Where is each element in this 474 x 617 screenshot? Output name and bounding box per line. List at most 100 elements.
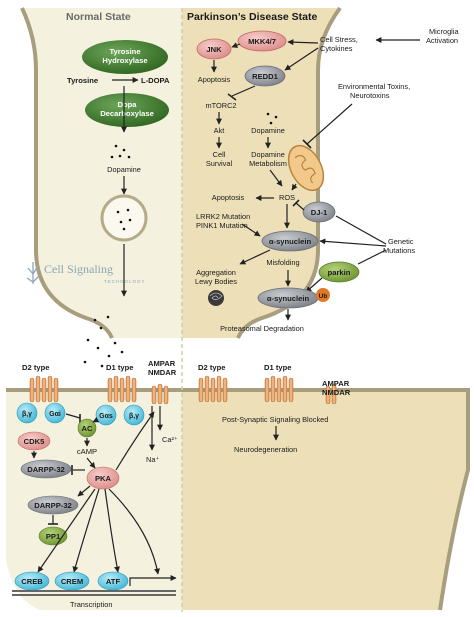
mkk47-node: MKK4/7 [237,30,287,52]
cell-survival-label: Cell [213,150,226,159]
jnk-node: JNK [196,38,232,60]
misfolding-label: Misfolding [266,258,299,267]
post-synaptic-blocked-label: Post-Synaptic Signaling Blocked [222,415,328,424]
svg-text:JNK: JNK [206,45,222,54]
svg-text:Activation: Activation [426,36,458,45]
svg-text:DARPP-32: DARPP-32 [34,501,72,510]
g-beta-gamma-right: β,γ [123,404,145,426]
ldopa-label: L-DOPA [141,76,170,85]
svg-text:α-synuclein: α-synuclein [269,237,312,246]
svg-text:α-synuclein: α-synuclein [267,294,310,303]
adenylyl-cyclase: AC [77,418,97,438]
d2-type-label-pd: D2 type [198,363,225,372]
synaptic-vesicle [100,194,148,242]
neurodegeneration-label: Neurodegeneration [234,445,297,454]
calcium-label: Ca²⁺ [162,435,178,444]
ampar-label-pd: AMPAR [322,379,350,388]
svg-text:PKA: PKA [95,474,112,483]
svg-text:Lewy Bodies: Lewy Bodies [195,277,237,286]
apoptosis-ros: Apoptosis [212,193,245,202]
parkin-node: parkin [318,261,360,283]
creb-node: CREB [14,571,50,591]
ampar-label-normal: AMPAR [148,359,176,368]
postsynaptic-cell-pd [182,388,470,611]
svg-text:MKK4/7: MKK4/7 [248,37,276,46]
ampar-nmdar-normal [151,383,169,405]
svg-text:β,γ: β,γ [22,411,32,418]
svg-text:CREB: CREB [21,577,43,586]
svg-text:Gαs: Gαs [99,413,113,420]
dopa-decarboxylase: Dopa Decarboxylase [85,93,169,127]
svg-text:Gαi: Gαi [49,411,61,418]
d1-receptor-pd [264,375,294,403]
synaptic-cleft-dopamine [83,315,124,368]
dopamine-metabolism-label: Dopamine [251,150,285,159]
lrrk2-label: LRRK2 Mutation [196,212,250,221]
crem-node: CREM [54,571,90,591]
microglia-label: Microglia [429,27,459,36]
svg-text:Survival: Survival [206,159,233,168]
svg-text:REDD1: REDD1 [252,72,279,81]
redd1-node: REDD1 [244,65,286,87]
svg-text:DARPP-32: DARPP-32 [27,465,65,474]
mtorc2-label: mTORC2 [205,101,236,110]
atf-node: ATF [97,571,129,591]
svg-text:AC: AC [82,424,93,433]
darpp32-bottom-node: DARPP-32 [27,495,79,515]
svg-text:Ub: Ub [319,293,328,300]
svg-text:Hydroxylase: Hydroxylase [102,56,147,65]
genetic-mutations-label: Genetic [388,237,414,246]
presynaptic-terminal-pd [182,6,342,339]
svg-text:CREM: CREM [61,577,83,586]
tyrosine-label: Tyrosine [67,76,98,85]
svg-text:TECHNOLOGY: TECHNOLOGY [104,279,146,284]
nmdar-label-pd: NMDAR [322,388,351,397]
svg-text:Cell Signaling: Cell Signaling [44,262,113,276]
env-toxins-label: Environmental Toxins, [338,82,410,91]
dopamine-label-pd: Dopamine [251,126,285,135]
svg-text:Decarboxylase: Decarboxylase [100,109,154,118]
dopamine-dots-pd [266,112,278,125]
g-alpha-s: Gαs [95,404,117,426]
cell-stress-label: Cell Stress, [320,35,358,44]
svg-text:PP1: PP1 [46,532,61,541]
transcription-label: Transcription [70,600,112,609]
svg-text:Metabolism: Metabolism [249,159,287,168]
akt-label: Akt [214,126,225,135]
svg-text:DJ-1: DJ-1 [311,208,328,217]
svg-text:Dopa: Dopa [118,100,138,109]
d1-type-label-normal: D1 type [106,363,133,372]
pd-state-header: Parkinson’s Disease State [187,11,318,23]
dopamine-label-normal: Dopamine [107,165,141,174]
svg-text:parkin: parkin [328,268,351,277]
d2-receptor-pd [198,375,228,403]
d1-receptor-normal [107,375,137,403]
g-alpha-i: Gαi [44,402,66,424]
dna-strand [12,590,176,596]
cdk5-node: CDK5 [17,431,51,451]
sodium-label: Na⁺ [146,455,159,464]
mitochondrion [287,144,325,192]
alpha-synuclein-node: α-synuclein [261,230,319,252]
alpha-synuclein-ub-node: α-synuclein Ub [257,287,330,309]
svg-text:CDK5: CDK5 [24,437,45,446]
nmdar-label-normal: NMDAR [148,368,177,377]
svg-text:Mutations: Mutations [383,246,415,255]
svg-text:Neurotoxins: Neurotoxins [350,91,390,100]
aggregation-label: Aggregation [196,268,236,277]
apoptosis-jnk: Apoptosis [198,75,231,84]
ampar-nmdar-pd [325,383,337,405]
cell-signaling-watermark: Cell Signaling TECHNOLOGY [26,262,146,284]
ros-label: ROS [279,193,295,202]
svg-text:β,γ: β,γ [129,413,139,420]
tyrosine-hydroxylase: Tyrosine Hydroxylase [82,40,168,74]
pka-targets-arrows [37,488,160,575]
presynaptic-terminal-normal [20,7,182,339]
darpp32-top-node: DARPP-32 [20,459,72,479]
d1-type-label-pd: D1 type [264,363,291,372]
pink1-label: PINK1 Mutation [196,221,248,230]
d2-receptor-normal [29,375,59,403]
svg-text:ATF: ATF [106,577,121,586]
proteasomal-label: Proteasomal Degradation [220,324,304,333]
